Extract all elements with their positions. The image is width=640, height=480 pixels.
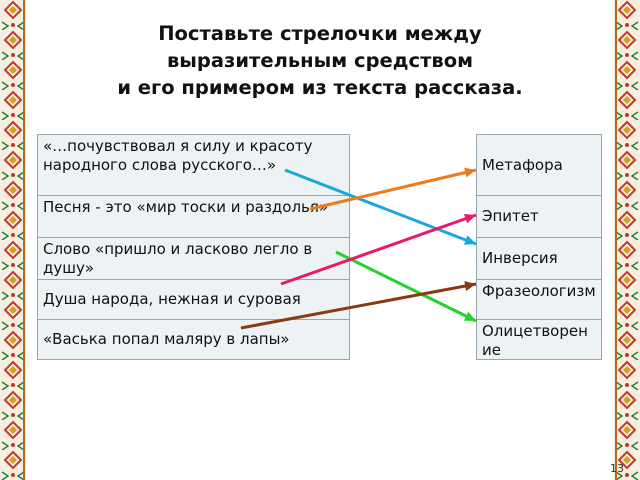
example-cell-5[interactable]: «Васька попал маляру в лапы» (38, 319, 349, 359)
device-cell-inversion[interactable]: Инверсия (477, 237, 601, 279)
example-cell-3[interactable]: Слово «пришло и ласково легло в душу» (38, 237, 349, 279)
arrowhead (463, 213, 476, 224)
arrowhead (463, 235, 476, 245)
slide-number: 13 (610, 462, 624, 475)
left-ornament-border (0, 0, 26, 480)
devices-column: Метафора Эпитет Инверсия Фразеологизм Ол… (476, 134, 602, 360)
device-cell-personification[interactable]: Олицетворение (477, 319, 601, 359)
device-cell-epithet[interactable]: Эпитет (477, 195, 601, 237)
device-text-inversion: Инверсия (482, 249, 558, 267)
device-text-epithet: Эпитет (482, 207, 539, 225)
device-text-metaphor: Метафора (482, 155, 563, 174)
arrowhead (464, 281, 476, 291)
example-cell-4[interactable]: Душа народа, нежная и суровая (38, 279, 349, 319)
example-cell-1[interactable]: «…почувствовал я силу и красоту народног… (43, 137, 313, 174)
example-text-5: «Васька попал маляру в лапы» (43, 330, 290, 348)
example-cell-2[interactable]: Песня - это «мир тоски и раздолья» (38, 195, 349, 237)
right-ornament-border (614, 0, 640, 480)
example-text-4: Душа народа, нежная и суровая (43, 290, 301, 308)
title-line-1: Поставьте стрелочки между (158, 22, 482, 45)
title-line-3: и его примером из текста рассказа. (117, 76, 523, 99)
device-cell-metaphor[interactable]: Метафора (477, 135, 601, 195)
examples-column: «…почувствовал я силу и красоту народног… (37, 134, 350, 360)
arrowhead (463, 311, 476, 321)
arrowhead (464, 167, 476, 178)
arrow-to-personification (335, 250, 477, 323)
device-cell-phraseologism[interactable]: Фразеологизм (477, 279, 601, 319)
title-line-2: выразительным средством (166, 49, 474, 72)
slide-title: Поставьте стрелочки между выразительным … (70, 20, 570, 101)
